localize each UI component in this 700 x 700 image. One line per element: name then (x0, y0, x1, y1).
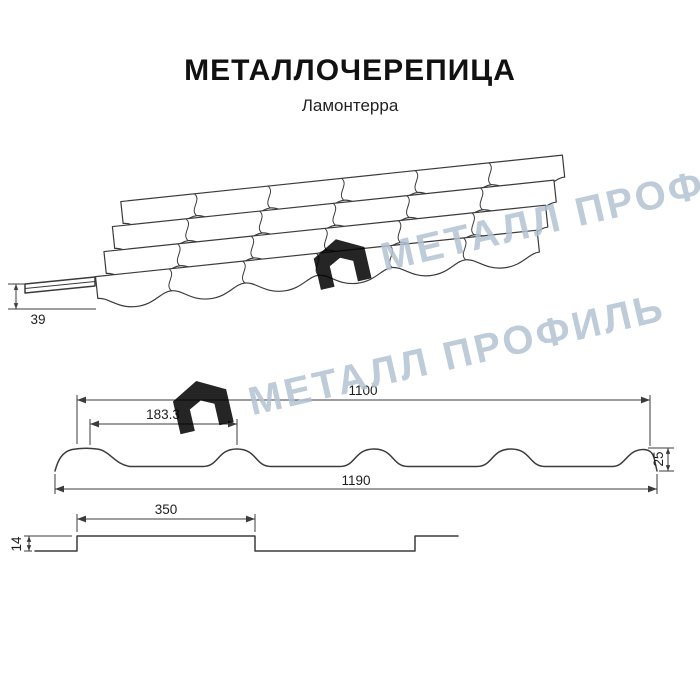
watermark-center: МЕТАЛЛ ПРОФИЛЬ (169, 285, 669, 435)
watermark-logo-icon (169, 374, 234, 435)
dim-1100-label: 1100 (348, 383, 377, 398)
header: МЕТАЛЛОЧЕРЕПИЦА Ламонтерра (0, 0, 700, 116)
page-subtitle: Ламонтерра (301, 96, 399, 115)
eave-strip-line (24, 281, 96, 289)
dim-350-label: 350 (155, 502, 178, 517)
profile-line (54, 447, 658, 472)
page-title: МЕТАЛЛОЧЕРЕПИЦА (184, 54, 516, 87)
dim-14-label: 14 (9, 536, 24, 552)
watermark-text: МЕТАЛЛ ПРОФИЛЬ (244, 285, 669, 424)
roof-perspective-drawing: 39 (8, 154, 567, 327)
dim-25-label: 25 (651, 451, 666, 466)
dim-1190-label: 1190 (341, 473, 370, 488)
dim-14-extension-lines (24, 535, 72, 552)
eave-strip (24, 276, 96, 294)
step-profile-drawing: 350 14 (9, 502, 459, 552)
dim-39-label: 39 (30, 312, 45, 327)
dim-183-extension-lines (89, 419, 238, 445)
step-profile-line (34, 535, 459, 552)
profile-section-drawing: 1100 183.3 25 1190 (54, 383, 674, 494)
dim-183-label: 183.3 (146, 407, 180, 422)
